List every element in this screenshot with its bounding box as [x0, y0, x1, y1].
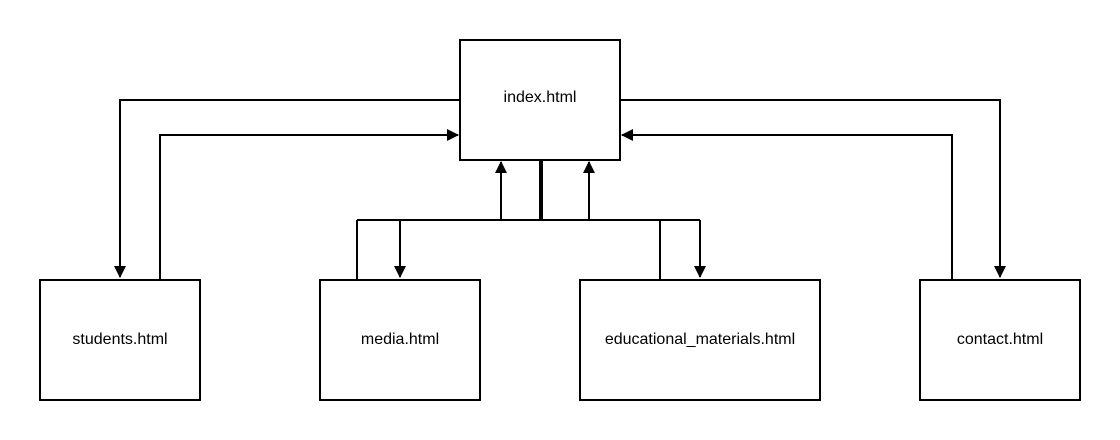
node-media-label: media.html	[360, 331, 440, 348]
node-index-label: index.html	[503, 89, 577, 106]
node-educational-materials-page: educational_materials.html	[579, 279, 821, 401]
node-educational-materials-label: educational_materials.html	[604, 331, 796, 348]
node-media-page: media.html	[319, 279, 481, 401]
node-students-page: students.html	[39, 279, 201, 401]
edge-index-to-contact	[620, 99, 1006, 278]
edge-index-to-students	[114, 99, 460, 278]
node-contact-page: contact.html	[919, 279, 1081, 401]
node-students-label: students.html	[72, 331, 168, 348]
node-index-page: index.html	[459, 39, 621, 161]
edge-contact-to-index	[621, 129, 953, 280]
node-contact-label: contact.html	[956, 331, 1044, 348]
edge-students-to-index	[159, 129, 459, 280]
